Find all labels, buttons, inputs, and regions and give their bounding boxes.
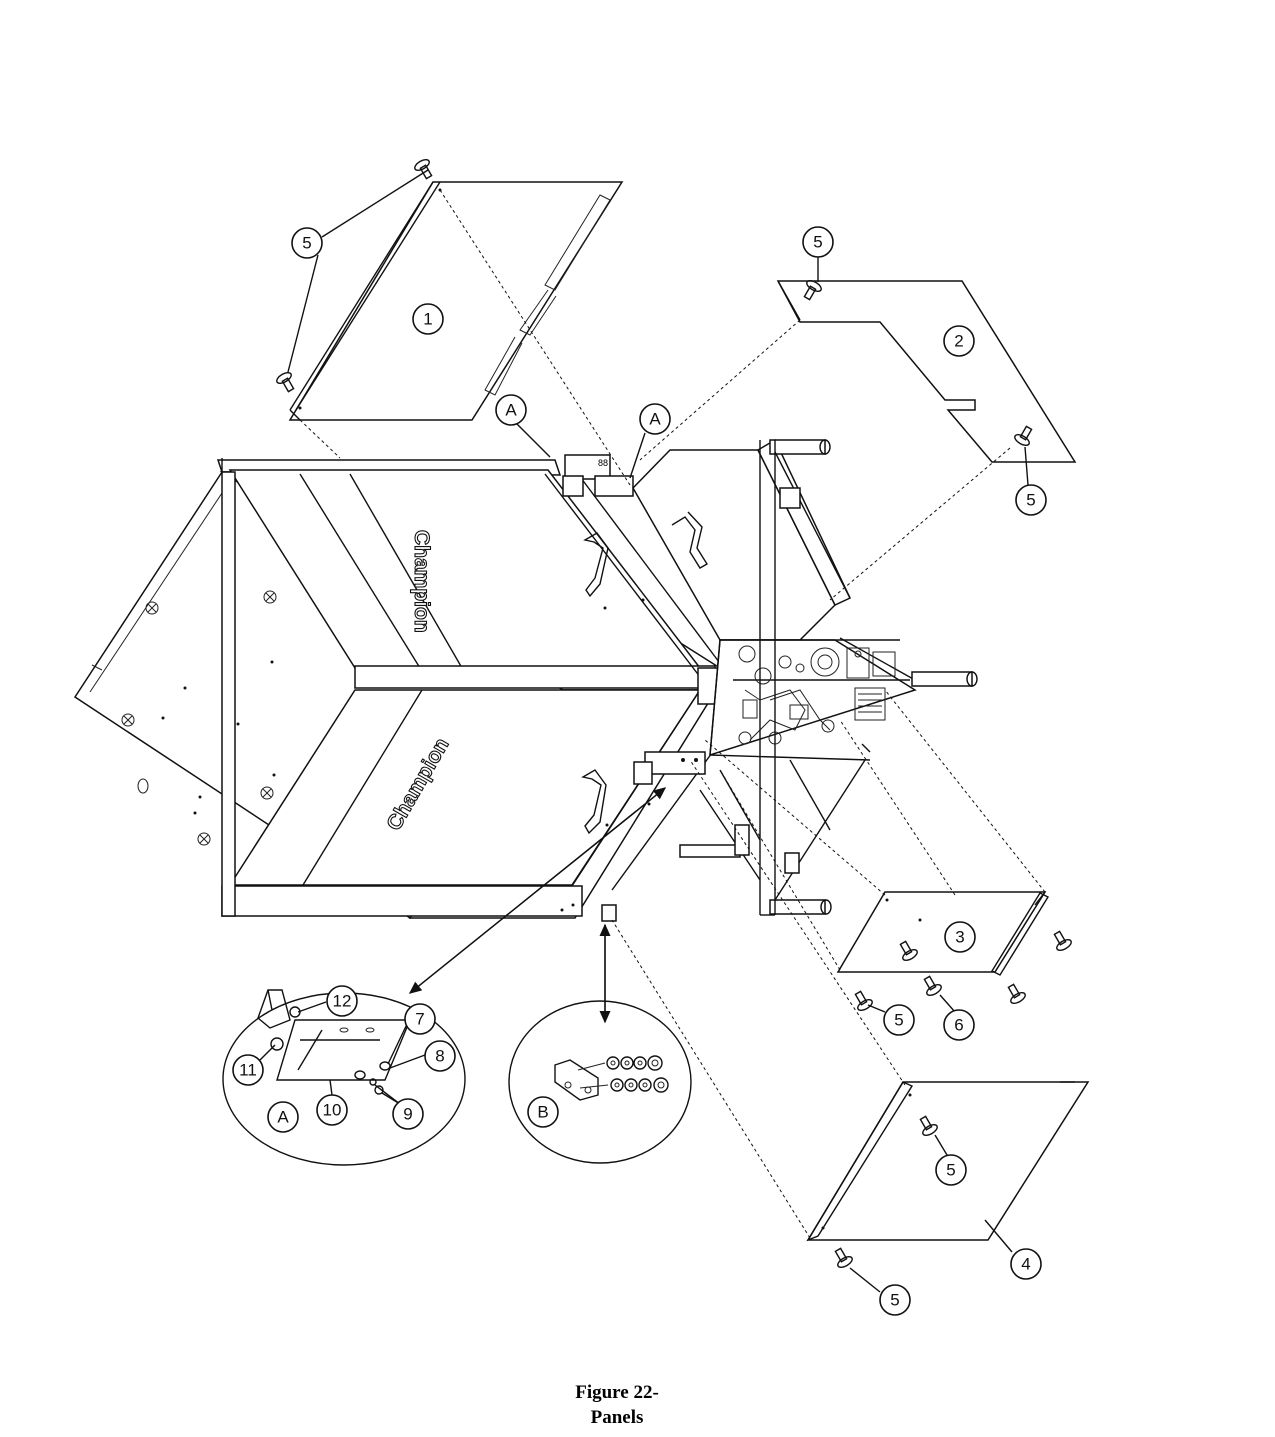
svg-text:5: 5 [890,1291,899,1310]
callout-11: 11 [232,1054,264,1086]
svg-text:8: 8 [435,1047,444,1066]
figure-caption: Figure 22- Panels [537,1380,697,1430]
callout-a-left: A [495,394,527,426]
side-module [632,438,978,916]
svg-text:3: 3 [955,928,964,947]
svg-text:5: 5 [302,234,311,253]
brand-label-upper: Champion [410,530,433,633]
screws [276,159,1072,1268]
svg-text:5: 5 [894,1011,903,1030]
svg-text:88: 88 [598,458,608,468]
svg-text:A: A [505,401,517,420]
svg-text:6: 6 [954,1016,963,1035]
svg-text:5: 5 [813,233,822,252]
svg-text:12: 12 [333,992,352,1011]
callout-10: 10 [316,1094,348,1126]
callout-8: 8 [424,1040,456,1072]
svg-text:5: 5 [946,1161,955,1180]
callout-5-top-right: 5 [802,226,834,258]
callout-1: 1 [412,303,444,335]
callout-4: 4 [1010,1248,1042,1280]
machine-body: Champion Champion 88 [73,454,727,922]
panel-2 [776,280,1077,463]
callout-5-panel4: 5 [935,1154,967,1186]
caption-line-1: Figure 22- [575,1382,659,1403]
callout-5-top-left: 5 [291,227,323,259]
detail-b [508,1000,692,1164]
callout-3: 3 [944,921,976,953]
svg-text:A: A [277,1108,289,1127]
svg-text:9: 9 [403,1105,412,1124]
svg-text:2: 2 [954,332,963,351]
callout-b-detail: B [527,1096,559,1128]
callout-a-right: A [639,403,671,435]
svg-text:11: 11 [239,1061,257,1080]
svg-text:1: 1 [423,310,432,329]
svg-text:7: 7 [415,1010,424,1029]
svg-text:A: A [649,410,661,429]
callout-7: 7 [404,1003,436,1035]
svg-text:4: 4 [1021,1255,1030,1274]
panel-1 [288,181,624,421]
svg-text:5: 5 [1026,491,1035,510]
callout-5-panel3: 5 [883,1004,915,1036]
callout-5-bottom: 5 [879,1284,911,1316]
svg-text:10: 10 [323,1101,342,1120]
panel-3 [836,891,1049,976]
leader-lines [259,169,1029,1293]
alignment-lines [299,189,1046,1239]
caption-line-2: Panels [590,1407,644,1428]
callout-9: 9 [392,1098,424,1130]
callout-a-detail: A [267,1101,299,1133]
callout-2: 2 [943,325,975,357]
callout-6: 6 [943,1009,975,1041]
svg-text:B: B [537,1103,548,1122]
callout-5-right: 5 [1015,484,1047,516]
callout-12: 12 [326,985,358,1017]
